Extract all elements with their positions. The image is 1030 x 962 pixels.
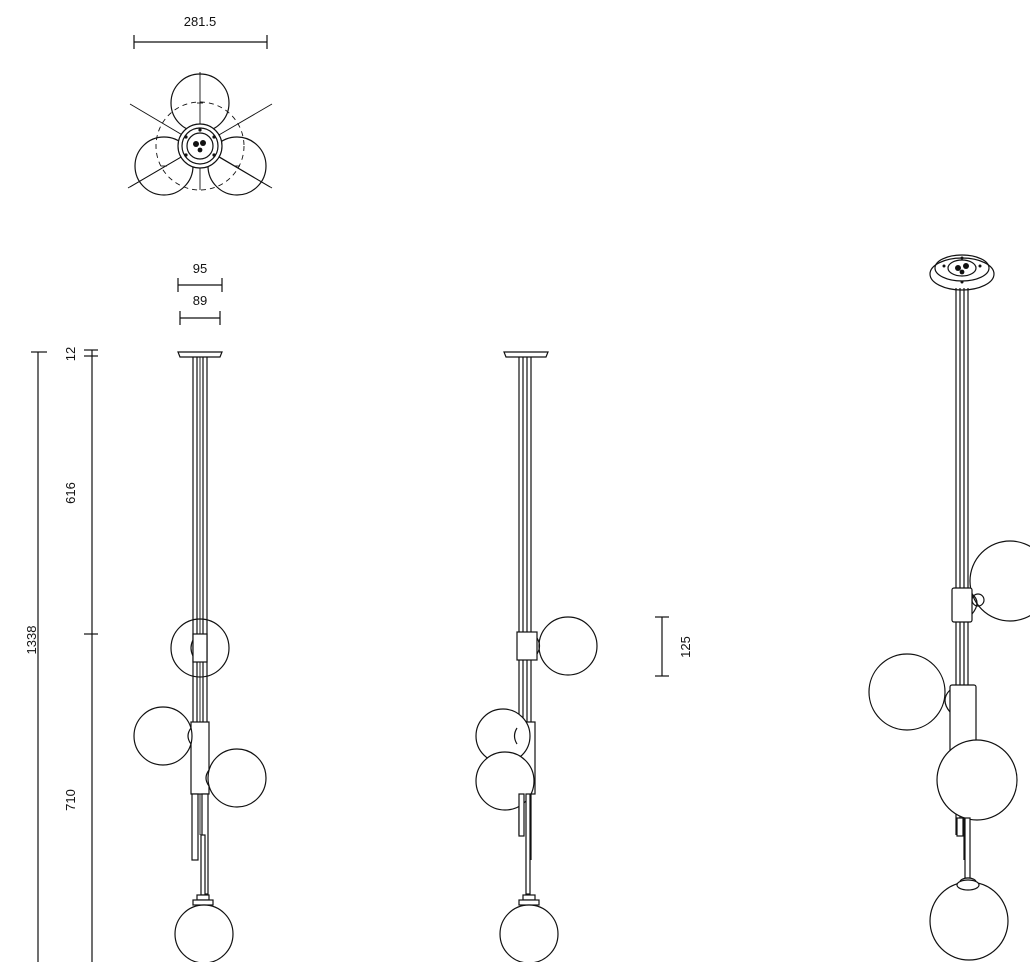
isometric-view — [868, 254, 1030, 961]
dimension-label-281-5: 281.5 — [184, 14, 217, 29]
iso-canopy — [929, 254, 995, 291]
dimension-canopy-inner: 89 — [179, 293, 221, 325]
front-sphere-bottom — [174, 904, 234, 962]
dimension-label-12: 12 — [63, 347, 78, 361]
front-view: 95 89 1338 12 616 710 — [24, 261, 267, 962]
dimension-label-95: 95 — [193, 261, 207, 276]
plan-canopy-hub — [177, 123, 223, 169]
iso-sphere-left — [868, 653, 946, 731]
dimension-sphere-offset: 125 — [655, 616, 693, 677]
side-joint-upper — [516, 631, 538, 661]
side-sphere-upper — [538, 616, 598, 676]
front-sphere-left — [133, 706, 193, 766]
dimension-label-89: 89 — [193, 293, 207, 308]
iso-sphere-bottom — [929, 881, 1009, 961]
side-canopy — [503, 351, 549, 358]
iso-joint-upper — [951, 587, 973, 623]
iso-sphere-upper — [969, 540, 1030, 622]
front-sphere-upper — [170, 618, 230, 678]
side-sphere-bottom — [499, 904, 559, 962]
front-canopy — [177, 351, 223, 358]
dimension-label-1338: 1338 — [24, 626, 39, 655]
iso-sphere-front — [936, 739, 1018, 821]
dimension-canopy-outer: 95 — [177, 261, 223, 292]
side-view: 125 — [475, 351, 693, 962]
dimension-top-width: 281.5 — [133, 14, 268, 49]
front-connector-block — [190, 721, 210, 795]
dimension-total-height: 1338 — [24, 351, 47, 962]
dimension-label-616: 616 — [63, 482, 78, 504]
front-sphere-right — [207, 748, 267, 808]
side-sphere-front — [475, 751, 535, 811]
dimension-label-710: 710 — [63, 789, 78, 811]
dimension-chain: 12 616 710 — [63, 347, 98, 962]
front-joint-upper — [192, 633, 208, 663]
dimension-label-125: 125 — [678, 636, 693, 658]
plan-view: 281.5 — [127, 14, 273, 196]
